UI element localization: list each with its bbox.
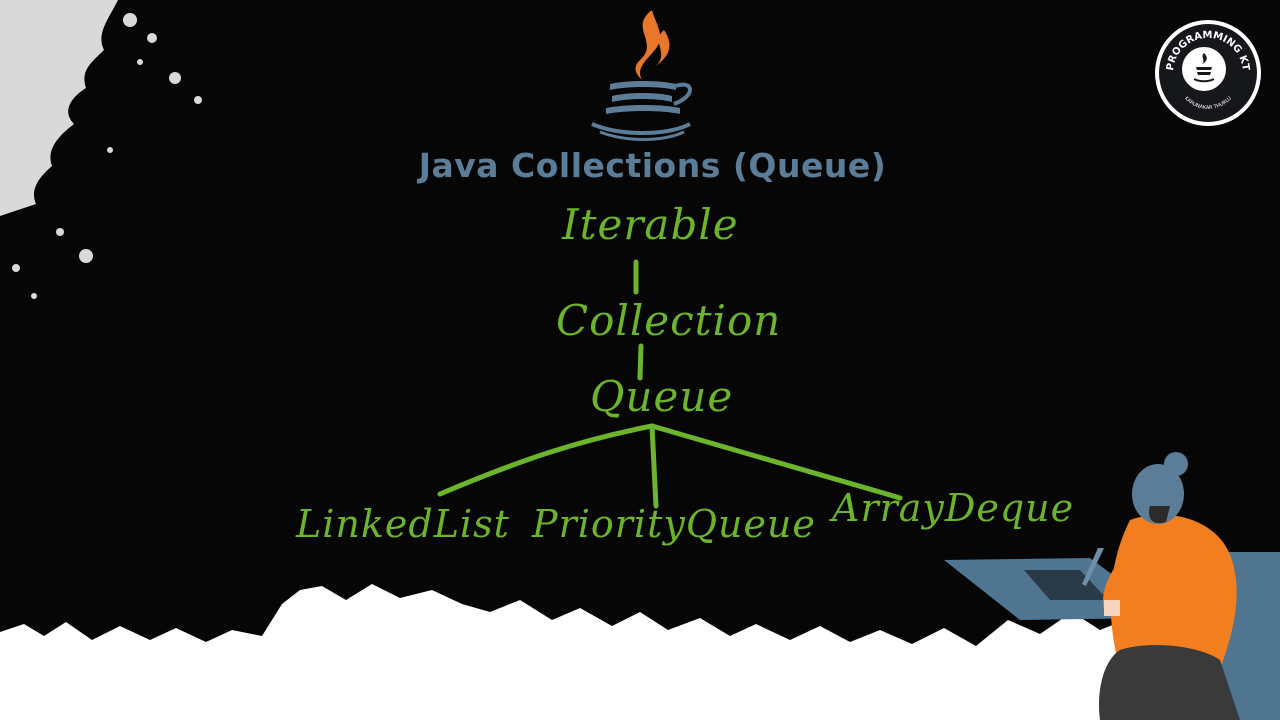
node-arraydeque: ArrayDeque xyxy=(832,486,1075,530)
grey-splash xyxy=(0,0,118,216)
hierarchy-connectors xyxy=(437,259,903,509)
logo-text: PROGRAMMING KT KARUNAKAR THURLU xyxy=(1165,30,1251,111)
svg-text:KARUNAKAR THURLU: KARUNAKAR THURLU xyxy=(1183,95,1233,111)
page-title: Java Collections (Queue) xyxy=(418,146,887,185)
node-priorityqueue: PriorityQueue xyxy=(532,502,816,546)
person-illustration xyxy=(944,452,1280,720)
logo-java-cup-icon xyxy=(1179,44,1229,94)
channel-logo: PROGRAMMING KT KARUNAKAR THURLU xyxy=(1155,20,1261,126)
connector-queue-priorityqueue xyxy=(649,423,659,509)
connector-collection-queue xyxy=(637,343,644,381)
logo-top-text: PROGRAMMING KT xyxy=(1165,30,1251,72)
white-torn-paper xyxy=(0,584,1280,720)
java-logo-icon xyxy=(591,10,692,141)
connector-queue-linkedlist xyxy=(437,423,655,497)
svg-text:PROGRAMMING KT: PROGRAMMING KT xyxy=(1165,30,1251,72)
node-collection: Collection xyxy=(556,296,782,345)
node-queue: Queue xyxy=(590,372,734,421)
connector-queue-arraydeque xyxy=(649,423,903,501)
node-iterable: Iterable xyxy=(562,200,739,249)
node-linkedlist: LinkedList xyxy=(296,502,510,546)
logo-bottom-text: KARUNAKAR THURLU xyxy=(1183,95,1233,111)
